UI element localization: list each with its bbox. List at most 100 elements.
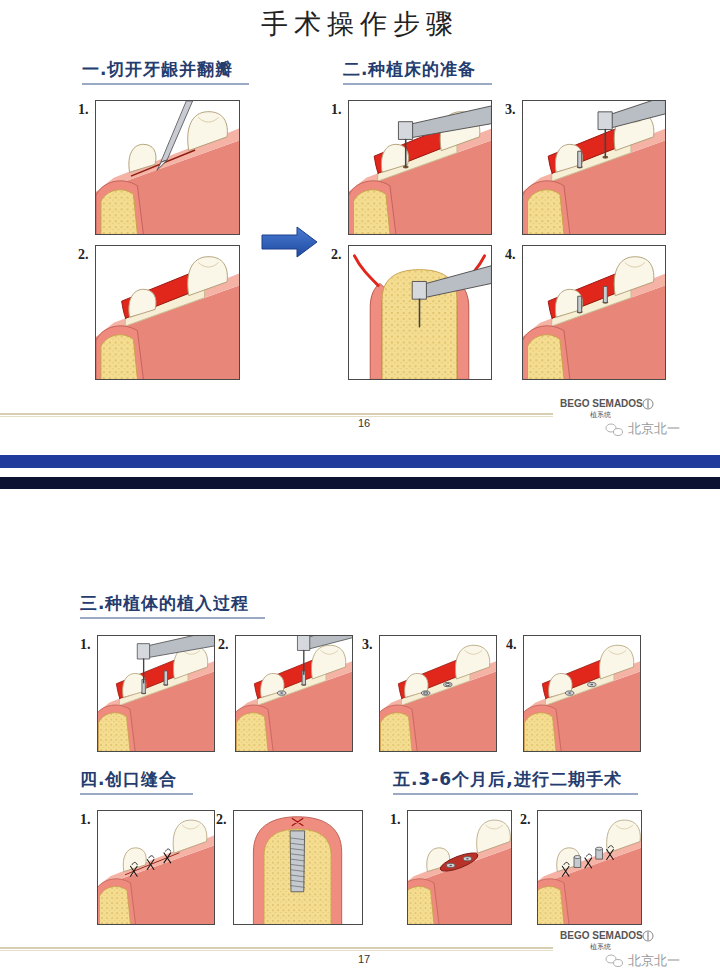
callout-number: 2. [216, 812, 227, 828]
panel-frame [523, 635, 641, 752]
panel-frame [522, 245, 666, 380]
gum-section [524, 705, 561, 751]
logo-text: BEGO SEMADOS [560, 930, 643, 941]
dental-illustration [96, 101, 239, 234]
handpiece-body [413, 106, 491, 138]
tooth [599, 645, 633, 678]
suture [607, 850, 614, 860]
implant-hex [449, 865, 452, 867]
suture-knot [166, 849, 171, 851]
implant-hex [280, 692, 283, 694]
scalpel-blade [157, 160, 167, 170]
section-heading: 三.种植体的植入过程 [80, 592, 265, 619]
tooth [607, 820, 641, 853]
step-panel: 4. [522, 245, 666, 380]
handpiece-body [426, 266, 491, 298]
logo-icon [647, 400, 648, 408]
step-panel: 2. [537, 810, 642, 925]
bone-section [525, 713, 557, 751]
step-panel: 1. [97, 810, 215, 925]
callout-number: 2. [331, 247, 342, 263]
step-panel: 2. [95, 245, 240, 380]
implant-hex [590, 684, 593, 686]
bone-section [528, 335, 564, 379]
page-number: 17 [358, 953, 370, 965]
panel-frame [348, 100, 492, 235]
suture [130, 866, 137, 876]
panel-frame [233, 810, 363, 925]
incision-line [132, 150, 195, 176]
tooth [311, 645, 345, 678]
bone-section [354, 190, 390, 234]
step-panel: 1. [95, 100, 240, 235]
tooth [173, 820, 207, 853]
suture [130, 866, 137, 876]
section-group: 三.种植体的植入过程1.2.3.4. [70, 592, 660, 757]
page-title: 手术操作步骤 [0, 6, 720, 42]
implant-thread [290, 843, 304, 845]
page-number: 16 [358, 417, 370, 429]
separator-band [0, 477, 720, 489]
tooth [188, 257, 228, 296]
implant-head [463, 857, 471, 861]
drill-bur [605, 130, 607, 158]
callout-number: 2. [520, 812, 531, 828]
handpiece-head [598, 112, 612, 130]
tooth-groove [486, 825, 503, 829]
suture [562, 866, 569, 876]
handpiece-body [150, 636, 214, 657]
dental-illustration [408, 811, 511, 924]
suture [292, 819, 303, 826]
dental-illustration [234, 811, 362, 924]
callout-number: 1. [331, 102, 342, 118]
direction-post [603, 286, 607, 302]
suture-knot [587, 854, 592, 856]
panel-frame [97, 635, 215, 752]
direction-post [578, 296, 582, 312]
dental-illustration [538, 811, 641, 924]
watermark: 北京北一 [628, 952, 680, 970]
separator-band [0, 455, 720, 468]
suture-knot [564, 862, 569, 864]
implant-hex [446, 684, 449, 686]
tooth [555, 289, 582, 317]
dental-illustration [98, 811, 214, 924]
gum-side [538, 844, 641, 924]
bone-section [538, 886, 564, 924]
gum-section [408, 879, 439, 924]
logo-text: BEGO SEMADOS [560, 398, 643, 409]
gum-side [98, 844, 214, 924]
direction-post [164, 671, 167, 685]
callout-number: 3. [362, 637, 373, 653]
step-panel: 1. [97, 635, 215, 752]
implant-thread [290, 849, 304, 851]
suture-knot [149, 856, 154, 858]
footer-rule [0, 950, 553, 951]
bone-section [99, 713, 131, 751]
tooth [555, 144, 582, 172]
section-heading: 四.创口缝合 [80, 768, 193, 795]
tooth [614, 257, 654, 296]
panel-frame [95, 245, 240, 380]
callout-number: 1. [80, 812, 91, 828]
implant-hex [568, 692, 571, 694]
tooth-groove [199, 118, 219, 122]
footer-rule [0, 947, 553, 949]
implant-hex [424, 692, 427, 694]
dental-illustration [236, 636, 352, 751]
logo-icon [643, 931, 653, 941]
handpiece-head [399, 122, 413, 140]
watermark-icon [614, 960, 623, 967]
implant-hex [466, 858, 469, 860]
dental-illustration [523, 101, 665, 234]
panel-frame [379, 635, 497, 752]
panel-frame [522, 100, 666, 235]
implant-body [290, 831, 304, 892]
section-heading: 二.种植床的准备 [343, 58, 492, 85]
gum-opening [438, 849, 480, 874]
drill-bur [419, 299, 421, 327]
gum-section [98, 705, 135, 751]
handpiece-body [310, 636, 352, 649]
drill-bur [143, 659, 144, 683]
callout-number: 2. [218, 637, 229, 653]
